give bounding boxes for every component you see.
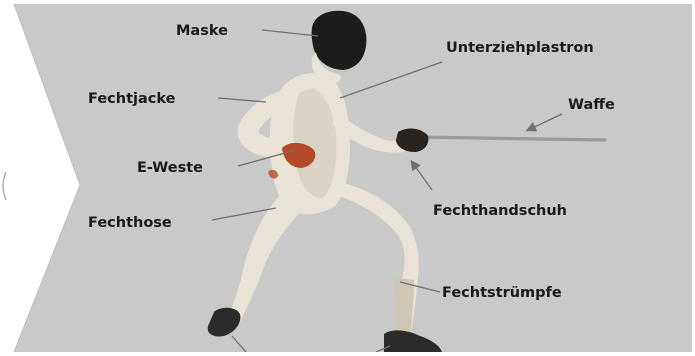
- label-waffe: Waffe: [568, 98, 615, 113]
- label-unterziehplastron: Unterziehplastron: [446, 41, 594, 56]
- label-fechthose: Fechthose: [88, 216, 172, 231]
- label-fechtstruempfe: Fechtstrümpfe: [442, 286, 562, 301]
- label-e-weste: E-Weste: [137, 161, 203, 176]
- label-fechtjacke: Fechtjacke: [88, 92, 175, 107]
- left-arc-mark: [3, 172, 6, 200]
- label-maske: Maske: [176, 24, 228, 39]
- label-fechthandschuh: Fechthandschuh: [433, 204, 567, 219]
